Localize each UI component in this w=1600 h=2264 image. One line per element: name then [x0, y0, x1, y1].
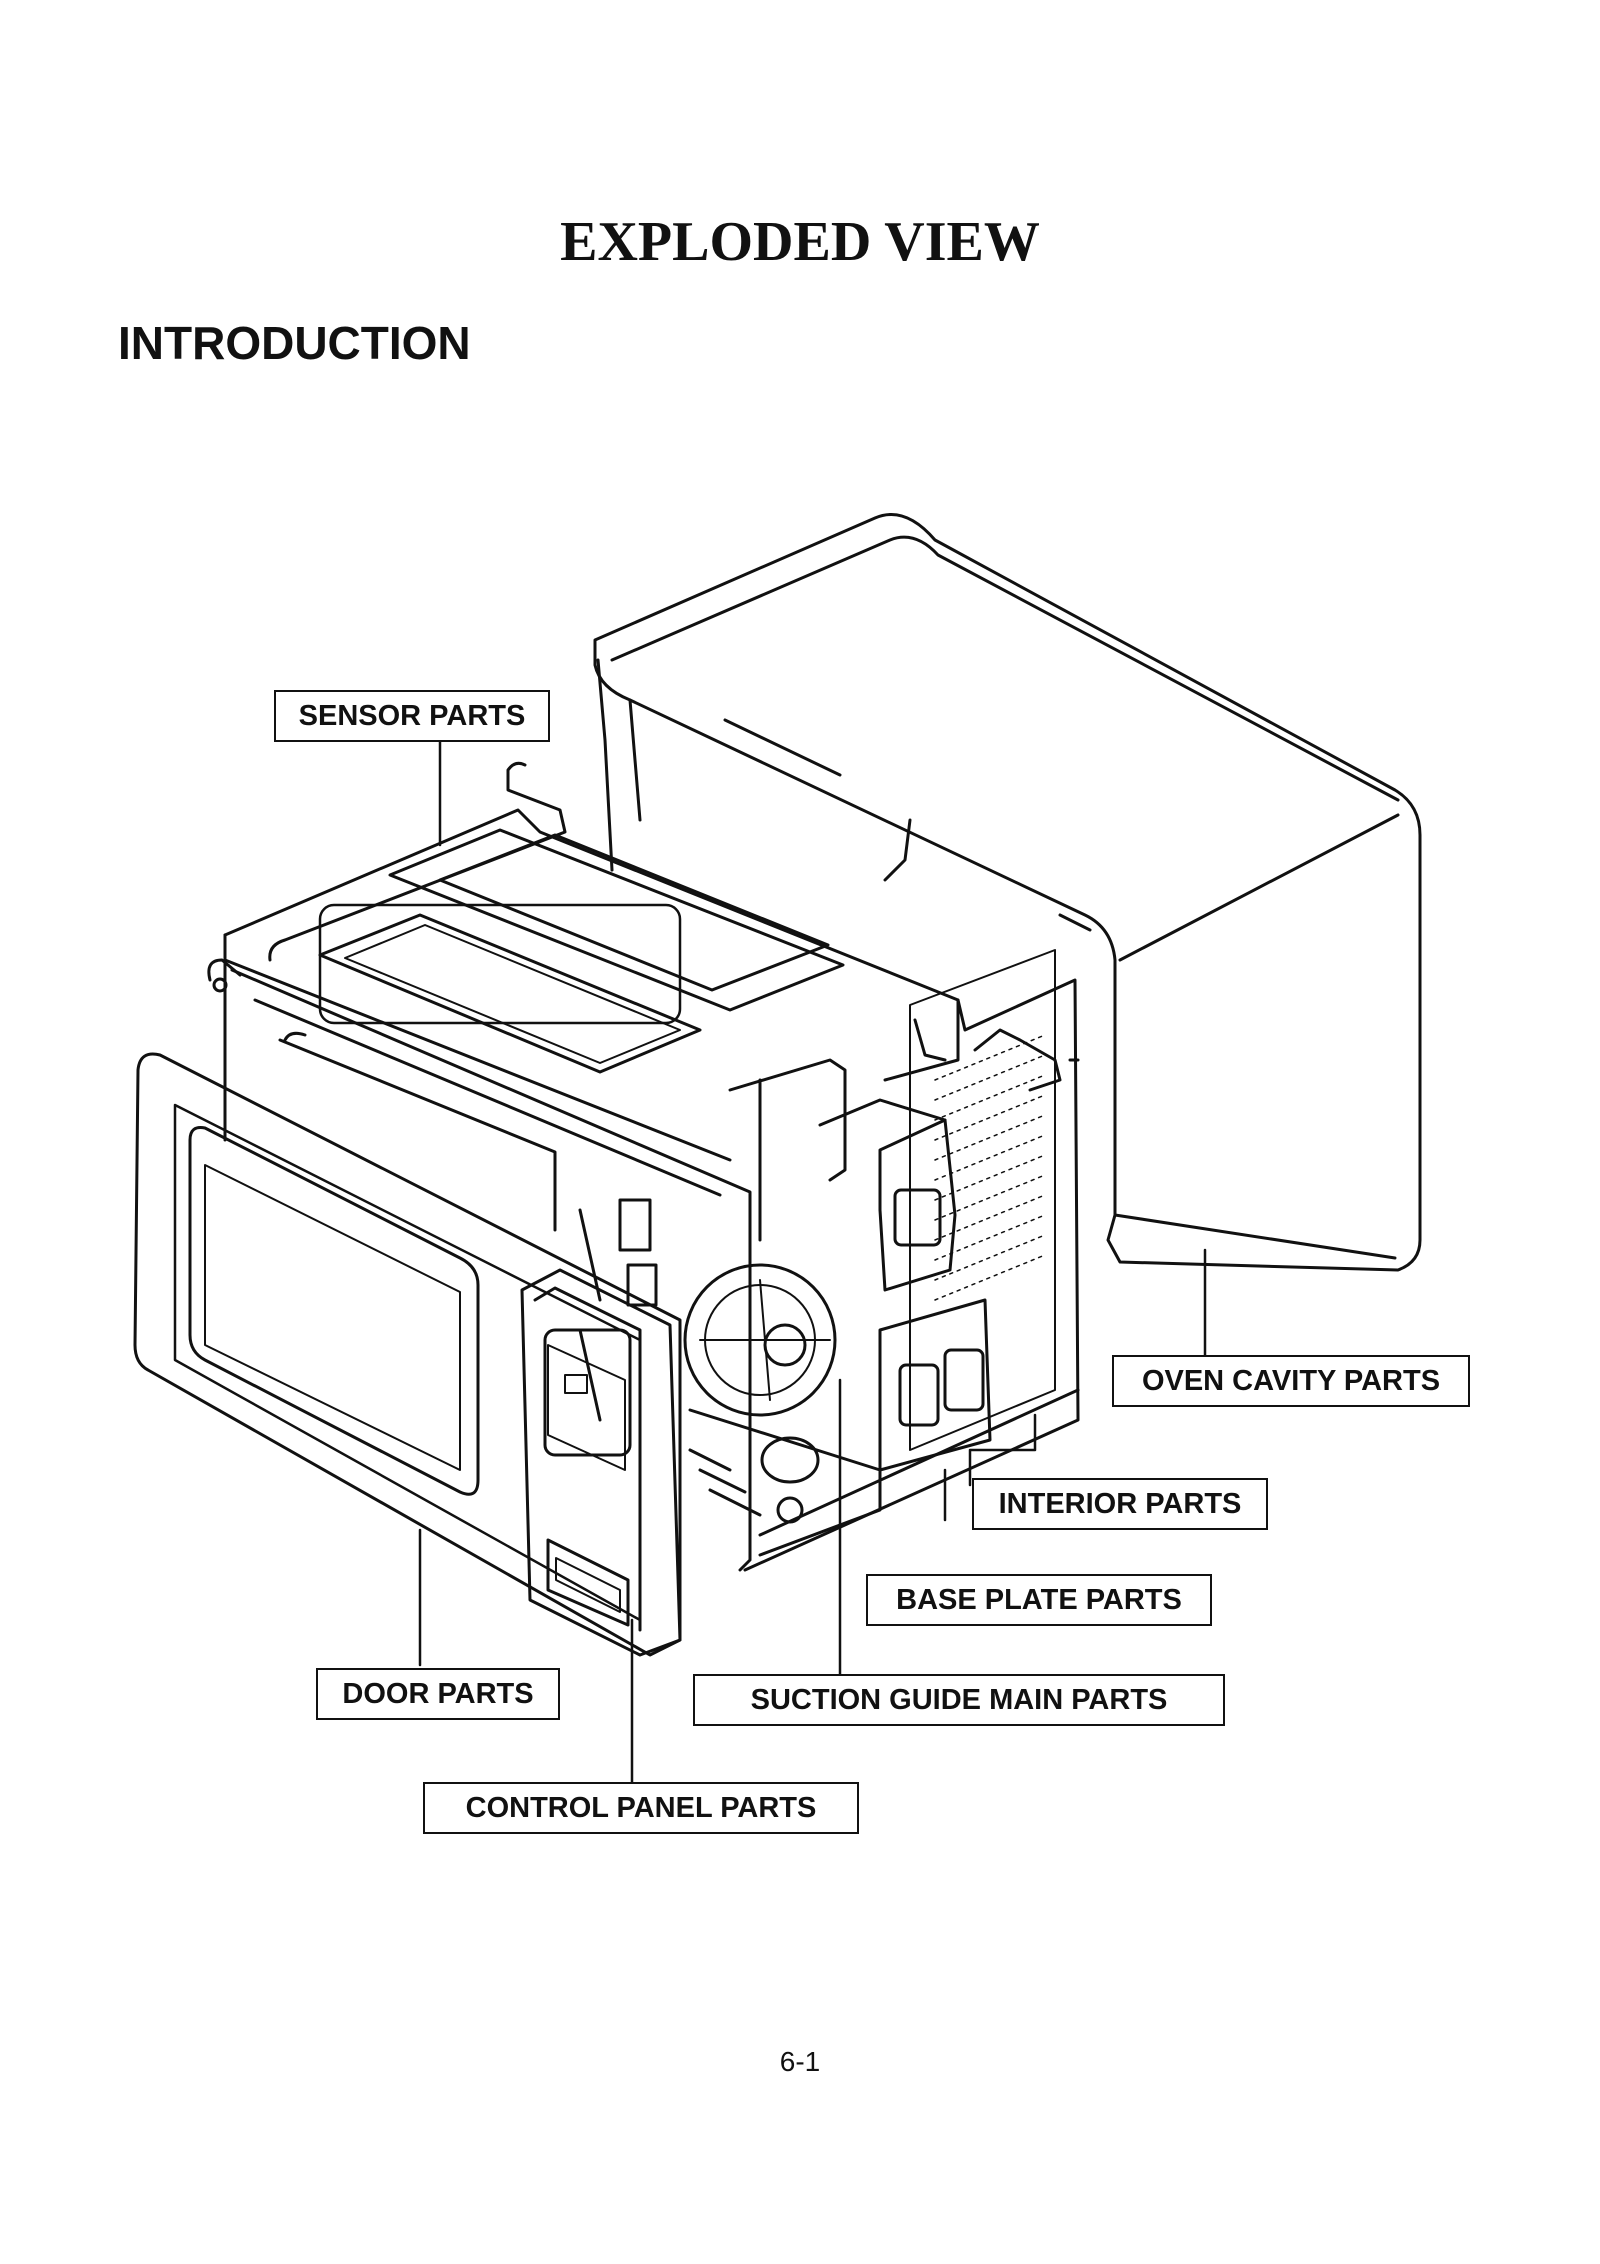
outer-cabinet [593, 513, 1422, 1272]
label-oven-cavity-parts: OVEN CAVITY PARTS [1112, 1355, 1470, 1407]
label-suction-guide-main-parts: SUCTION GUIDE MAIN PARTS [693, 1674, 1225, 1726]
page-number: 6-1 [779, 2046, 821, 2077]
label-base-plate-parts: BASE PLATE PARTS [866, 1574, 1212, 1626]
label-control-panel-parts: CONTROL PANEL PARTS [423, 1782, 859, 1834]
label-door-parts: DOOR PARTS [316, 1668, 560, 1720]
callout-leaders [418, 738, 1207, 1787]
label-sensor-parts: SENSOR PARTS [274, 690, 550, 742]
oven-cavity [207, 761, 1080, 1572]
page-title: EXPLODED VIEW [560, 211, 1040, 273]
label-interior-parts: INTERIOR PARTS [972, 1478, 1268, 1530]
section-heading: INTRODUCTION [118, 317, 471, 369]
control-panel-assembly [520, 1268, 682, 1657]
